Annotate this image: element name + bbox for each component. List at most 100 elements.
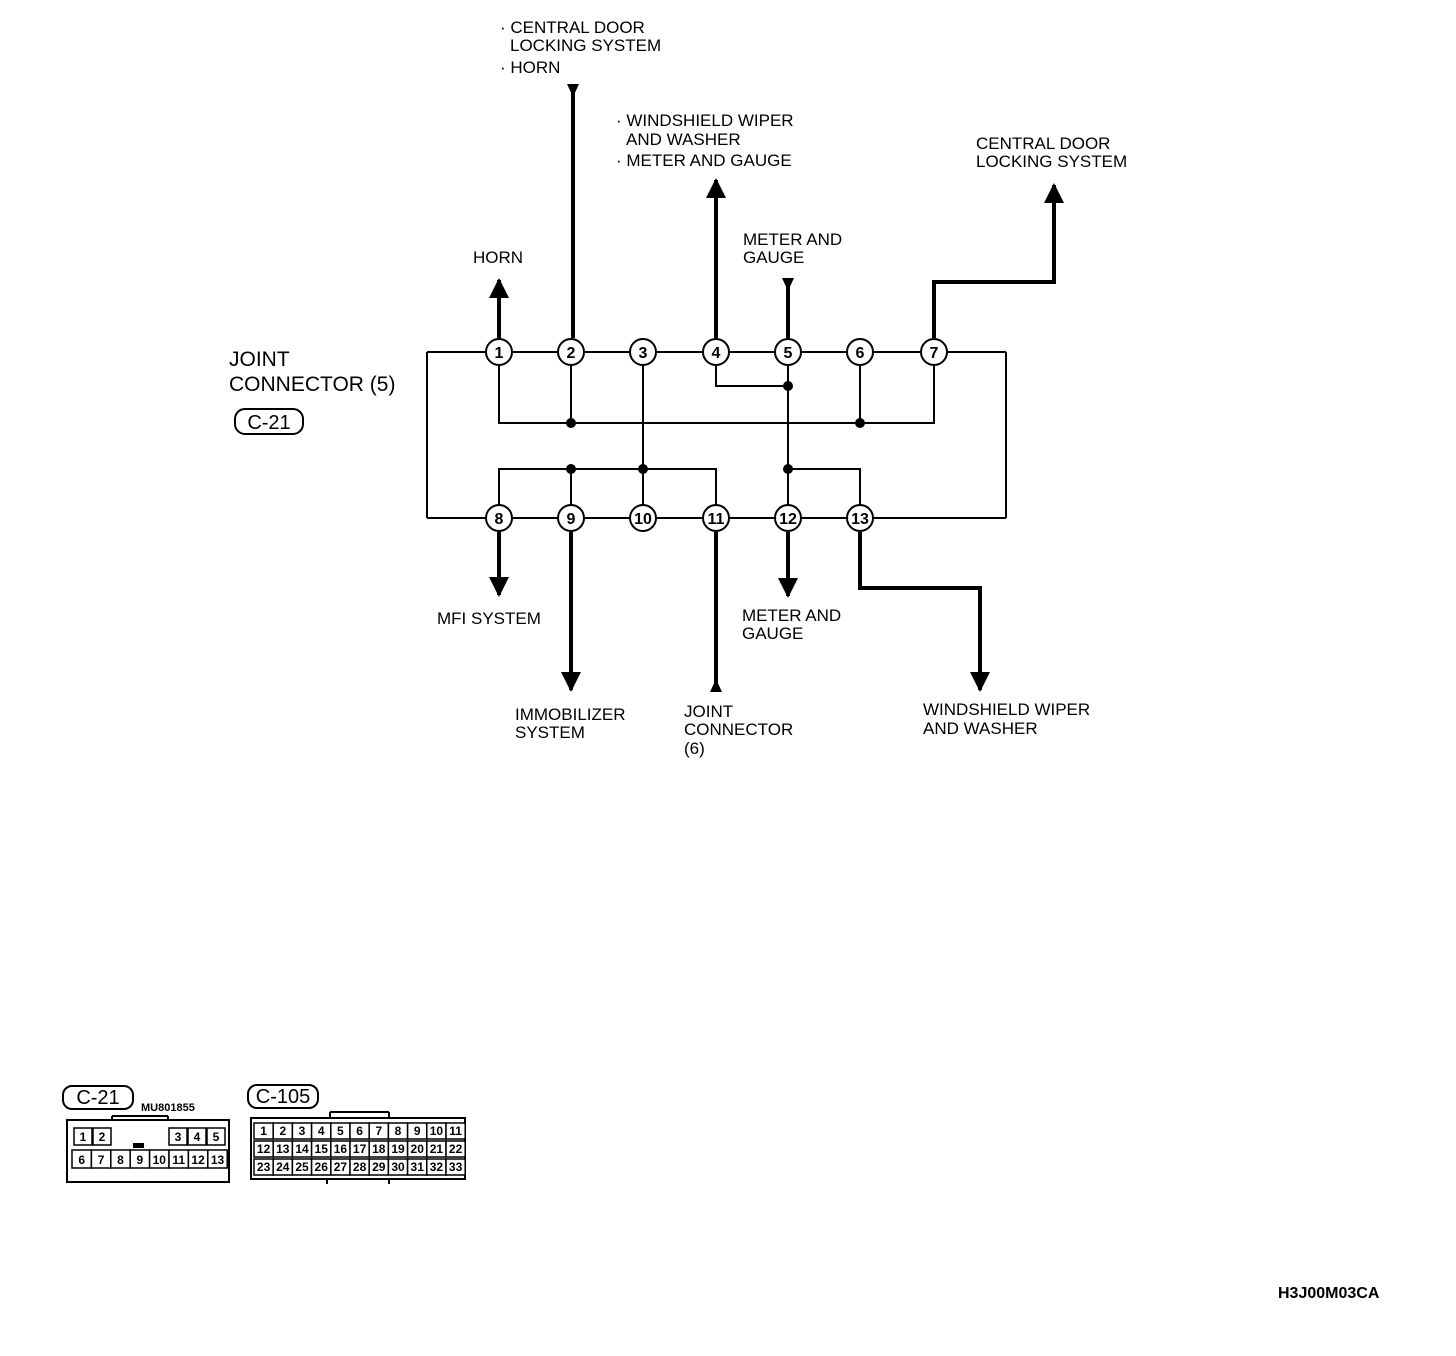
svg-text:10: 10 — [634, 511, 652, 528]
svg-text:26: 26 — [315, 1160, 329, 1174]
junction-dot — [566, 464, 576, 474]
svg-text:6: 6 — [78, 1153, 85, 1167]
cavity-6: 6 — [71, 1149, 93, 1169]
junction-dot — [638, 464, 648, 474]
label-pin4: · METER AND GAUGE — [616, 151, 792, 170]
cavity-11: 11 — [168, 1149, 190, 1169]
svg-text:7: 7 — [375, 1124, 382, 1138]
svg-text:31: 31 — [411, 1160, 425, 1174]
svg-text:8: 8 — [117, 1153, 124, 1167]
cavity-2: 2 — [272, 1122, 294, 1140]
pin-8: 8 — [485, 504, 513, 532]
cavity-9: 9 — [406, 1122, 428, 1140]
svg-text:30: 30 — [391, 1160, 405, 1174]
svg-text:11: 11 — [449, 1124, 462, 1138]
svg-text:1: 1 — [80, 1130, 87, 1144]
pin-1: 1 — [485, 338, 513, 366]
label-pin11: JOINT — [684, 702, 733, 721]
cavity-31: 31 — [406, 1158, 428, 1176]
figure-code: H3J00M03CA — [1278, 1285, 1380, 1302]
internal-wiring — [426, 351, 1007, 519]
svg-text:12: 12 — [191, 1153, 205, 1167]
svg-text:10: 10 — [430, 1124, 444, 1138]
wire-labels: · CENTRAL DOOR LOCKING SYSTEM · HORN · W… — [437, 18, 1127, 758]
label-pin4: · WINDSHIELD WIPER — [616, 111, 794, 130]
svg-text:24: 24 — [276, 1160, 290, 1174]
svg-text:2: 2 — [99, 1130, 106, 1144]
cavity-17: 17 — [349, 1140, 370, 1158]
cavity-15: 15 — [310, 1140, 332, 1158]
label-pin2: · CENTRAL DOOR — [500, 18, 645, 37]
svg-text:13: 13 — [276, 1142, 290, 1156]
svg-text:8: 8 — [395, 1124, 402, 1138]
svg-text:32: 32 — [430, 1160, 444, 1174]
svg-text:11: 11 — [172, 1153, 185, 1167]
svg-text:23: 23 — [257, 1160, 271, 1174]
svg-text:18: 18 — [372, 1142, 386, 1156]
label-pin8: MFI SYSTEM — [437, 609, 541, 628]
cavity-4: 4 — [187, 1127, 207, 1146]
label-pin2: · HORN — [500, 58, 560, 77]
cavity-25: 25 — [291, 1158, 313, 1176]
cavity-2: 2 — [92, 1127, 112, 1146]
svg-text:27: 27 — [334, 1160, 348, 1174]
svg-text:16: 16 — [334, 1142, 348, 1156]
svg-text:4: 4 — [712, 345, 721, 362]
svg-text:9: 9 — [567, 511, 576, 528]
pin-5: 5 — [774, 338, 802, 366]
svg-text:28: 28 — [353, 1160, 367, 1174]
svg-text:6: 6 — [356, 1124, 363, 1138]
svg-text:4: 4 — [318, 1124, 325, 1138]
pins-bottom: 8 9 10 11 12 13 — [485, 504, 874, 532]
cavity-6: 6 — [349, 1122, 370, 1140]
cavity-23: 23 — [253, 1158, 274, 1176]
svg-text:6: 6 — [856, 345, 865, 362]
cavity-10: 10 — [148, 1149, 170, 1169]
arrowhead-pin5 — [782, 278, 794, 291]
pins-top: 1 2 3 4 5 6 7 — [485, 338, 948, 366]
svg-text:12: 12 — [779, 511, 797, 528]
cavity-20: 20 — [406, 1140, 428, 1158]
pin-9: 9 — [557, 504, 585, 532]
pin-2: 2 — [557, 338, 585, 366]
svg-text:25: 25 — [295, 1160, 309, 1174]
pin-11: 11 — [702, 504, 730, 532]
arrowhead-pin11 — [710, 679, 722, 692]
external-wiring — [489, 84, 1064, 692]
svg-text:22: 22 — [449, 1142, 463, 1156]
cavity-3: 3 — [168, 1127, 188, 1146]
cavity-7: 7 — [90, 1149, 112, 1169]
svg-text:12: 12 — [257, 1142, 271, 1156]
connector-badge: C-21 — [234, 408, 304, 435]
svg-text:2: 2 — [279, 1124, 286, 1138]
svg-text:13: 13 — [211, 1153, 225, 1167]
svg-text:4: 4 — [194, 1130, 201, 1144]
svg-text:C-21: C-21 — [247, 412, 290, 434]
svg-text:5: 5 — [213, 1130, 220, 1144]
svg-text:14: 14 — [295, 1142, 309, 1156]
label-pin13: WINDSHIELD WIPER — [923, 700, 1090, 719]
label-pin1: HORN — [473, 248, 523, 267]
cavity-33: 33 — [445, 1158, 466, 1176]
label-pin5: GAUGE — [743, 248, 804, 267]
cavity-5: 5 — [330, 1122, 351, 1140]
pin-4: 4 — [702, 338, 730, 366]
svg-text:11: 11 — [708, 511, 725, 528]
svg-text:9: 9 — [414, 1124, 421, 1138]
cavity-12: 12 — [253, 1140, 274, 1158]
svg-text:3: 3 — [639, 345, 648, 362]
pin-7: 7 — [920, 338, 948, 366]
cavity-26: 26 — [310, 1158, 332, 1176]
label-pin2: LOCKING SYSTEM — [510, 36, 661, 55]
junction-dot — [783, 464, 793, 474]
cavity-8: 8 — [387, 1122, 409, 1140]
pin-6: 6 — [846, 338, 874, 366]
label-pin11: CONNECTOR — [684, 720, 793, 739]
svg-text:20: 20 — [411, 1142, 425, 1156]
cavity-28: 28 — [349, 1158, 370, 1176]
cavity-5: 5 — [206, 1127, 226, 1146]
